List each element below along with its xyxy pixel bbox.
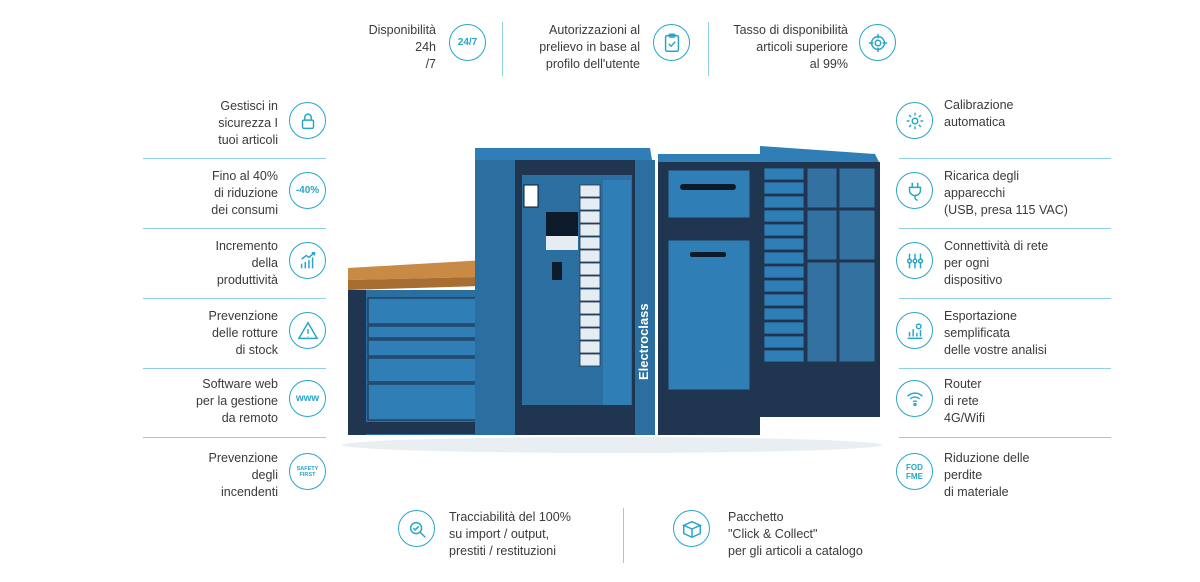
brand-label: Electroclass <box>636 303 651 380</box>
feature-availability-rate: Tasso di disponibilità articoli superior… <box>733 23 848 71</box>
feature-authorizations: Autorizzazioni al prelievo in base al pr… <box>539 23 640 71</box>
divider <box>899 437 1111 438</box>
divider <box>143 298 326 299</box>
divider <box>143 228 326 229</box>
minus-40-percent-icon: -40% <box>289 172 326 209</box>
gear-refresh-icon <box>896 102 933 139</box>
divider <box>708 22 709 76</box>
target-icon <box>859 24 896 61</box>
feature-device-charging: Ricarica degli apparecchi (USB, presa 11… <box>944 169 1068 217</box>
safety-first-icon: SAFETY FIRST <box>289 453 326 490</box>
divider <box>502 22 503 76</box>
divider <box>143 368 326 369</box>
feature-web-software: Software web per la gestione da remoto <box>195 377 278 425</box>
divider <box>623 508 624 563</box>
feature-export: Esportazione semplificata delle vostre a… <box>944 309 1047 357</box>
lock-icon <box>289 102 326 139</box>
growth-chart-icon <box>289 242 326 279</box>
feature-material-loss: Riduzione delle perdite di materiale <box>944 451 1030 499</box>
divider <box>899 228 1111 229</box>
feature-network: Connettività di rete per ogni dispositiv… <box>944 239 1049 287</box>
plug-icon <box>896 172 933 209</box>
feature-router: Router di rete 4G/Wifi <box>944 377 985 425</box>
wifi-router-icon <box>896 380 933 417</box>
traceability-icon <box>398 510 435 547</box>
box-icon <box>673 510 710 547</box>
divider <box>899 368 1111 369</box>
feature-consumption: Fino al 40% di riduzione dei consumi <box>211 169 278 217</box>
www-icon: www <box>289 380 326 417</box>
divider <box>899 298 1111 299</box>
24-7-icon: 24/7 <box>449 24 486 61</box>
network-icon <box>896 242 933 279</box>
feature-calibration: Calibrazione automatica <box>944 98 1014 129</box>
fod-fme-icon: FOD FME <box>896 453 933 490</box>
divider <box>143 158 326 159</box>
divider <box>143 437 326 438</box>
clipboard-check-icon <box>653 24 690 61</box>
feature-traceability: Tracciabilità del 100% su import / outpu… <box>449 510 571 558</box>
feature-stock-breaks: Prevenzione delle rotture di stock <box>208 309 279 357</box>
electroclass-cabinet-image: Electroclass <box>342 146 882 453</box>
feature-security: Gestisci in sicurezza I tuoi articoli <box>218 99 278 147</box>
warning-icon <box>289 312 326 349</box>
divider <box>899 158 1111 159</box>
analytics-icon <box>896 312 933 349</box>
feature-click-collect: Pacchetto "Click & Collect" per gli arti… <box>728 510 863 558</box>
feature-accident-prevention: Prevenzione degli incendenti <box>208 451 279 499</box>
feature-availability: Disponibilità 24h /7 <box>368 23 436 71</box>
feature-productivity: Incremento della produttività <box>215 239 278 287</box>
